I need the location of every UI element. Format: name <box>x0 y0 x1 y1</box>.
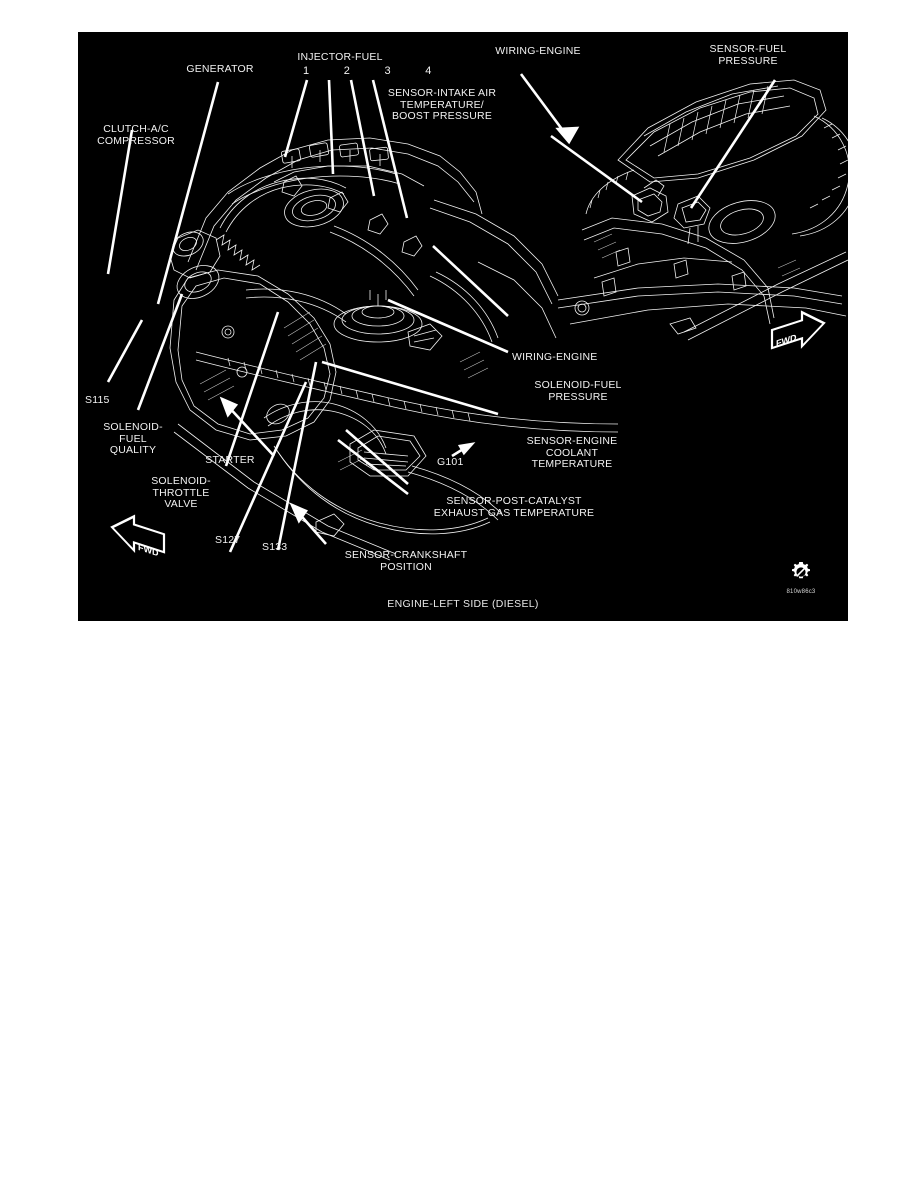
label-splice-s115: S115 <box>85 394 110 406</box>
leader-injector-1 <box>283 79 309 158</box>
gear-slash-icon <box>792 562 810 579</box>
leader-sensor-intake-air <box>550 134 643 204</box>
leader-solenoid-fuel-pressure <box>387 298 509 354</box>
leader-generator <box>156 81 220 305</box>
label-splice-s133: S133 <box>262 541 288 553</box>
svg-text:FWD: FWD <box>776 332 797 349</box>
arrowhead-starter <box>219 396 239 418</box>
leader-sensor-engine-coolant-temp <box>321 360 499 416</box>
label-solenoid-throttle-valve: SOLENOID- THROTTLE VALVE <box>151 475 211 510</box>
label-injector-numbers: 1 2 3 4 <box>303 65 441 77</box>
label-sensor-intake-air-temperature-boost-pressure: SENSOR-INTAKE AIR TEMPERATURE/ BOOST PRE… <box>387 87 497 122</box>
leader-wiring-engine-mid <box>432 245 509 317</box>
corner-mark: 810w86c3 <box>772 561 830 595</box>
leader-s115 <box>106 319 144 383</box>
leader-injector-4 <box>371 79 409 219</box>
label-sensor-fuel-pressure: SENSOR-FUEL PRESSURE <box>709 43 787 67</box>
figure-caption: ENGINE-LEFT SIDE (DIESEL) <box>387 598 539 610</box>
label-sensor-engine-coolant-temperature: SENSOR-ENGINE COOLANT TEMPERATURE <box>526 435 618 470</box>
label-starter: STARTER <box>205 454 255 466</box>
label-wiring-engine-mid: WIRING-ENGINE <box>512 351 598 363</box>
arrowhead-crankshaft <box>289 502 308 524</box>
label-clutch-ac-compressor: CLUTCH-A/C COMPRESSOR <box>97 123 175 147</box>
engine-line-art: FWD FWD <box>106 73 848 561</box>
inset-engine-illustration <box>557 79 848 341</box>
leader-sensor-post-catalyst <box>345 429 409 485</box>
label-solenoid-fuel-quality: SOLENOID- FUEL QUALITY <box>103 421 163 456</box>
leader-s127 <box>228 381 308 553</box>
engine-diagram-panel: FWD FWD CLUTCH-A/C COMPRESSOR GENERATOR … <box>78 32 848 621</box>
label-sensor-post-catalyst-exhaust-gas-temperature: SENSOR-POST-CATALYST EXHAUST GAS TEMPERA… <box>433 495 595 519</box>
label-sensor-crankshaft-position: SENSOR-CRANKSHAFT POSITION <box>344 549 468 573</box>
figure-id-text: 810w86c3 <box>786 589 816 595</box>
leader-solenoid-fuel-quality <box>136 293 184 411</box>
leader-lines <box>106 73 777 553</box>
leader-wiring-engine-top <box>519 73 569 137</box>
fwd-arrow-lower-left: FWD <box>110 514 166 559</box>
fwd-arrow-inset-right: FWD <box>770 310 826 350</box>
svg-text:FWD: FWD <box>138 542 159 559</box>
leader-clutch-ac-compressor <box>106 129 134 275</box>
label-wiring-engine-top: WIRING-ENGINE <box>495 45 581 57</box>
leader-sensor-post-catalyst-2 <box>337 438 409 496</box>
leader-injector-2 <box>327 79 335 175</box>
leader-s133 <box>276 361 318 551</box>
arrowhead-wiring-engine-top <box>555 126 580 145</box>
arrowhead-g101 <box>457 442 476 456</box>
leader-starter <box>225 403 275 457</box>
leader-injector-3 <box>349 79 376 197</box>
label-splice-s127: S127 <box>215 534 241 546</box>
label-solenoid-fuel-pressure: SOLENOID-FUEL PRESSURE <box>534 379 622 403</box>
label-generator: GENERATOR <box>186 63 254 75</box>
label-injector-fuel: INJECTOR-FUEL <box>297 51 383 63</box>
leader-solenoid-throttle-valve <box>224 311 280 467</box>
leader-sensor-fuel-pressure <box>689 79 777 209</box>
label-ground-g101: G101 <box>437 456 464 468</box>
